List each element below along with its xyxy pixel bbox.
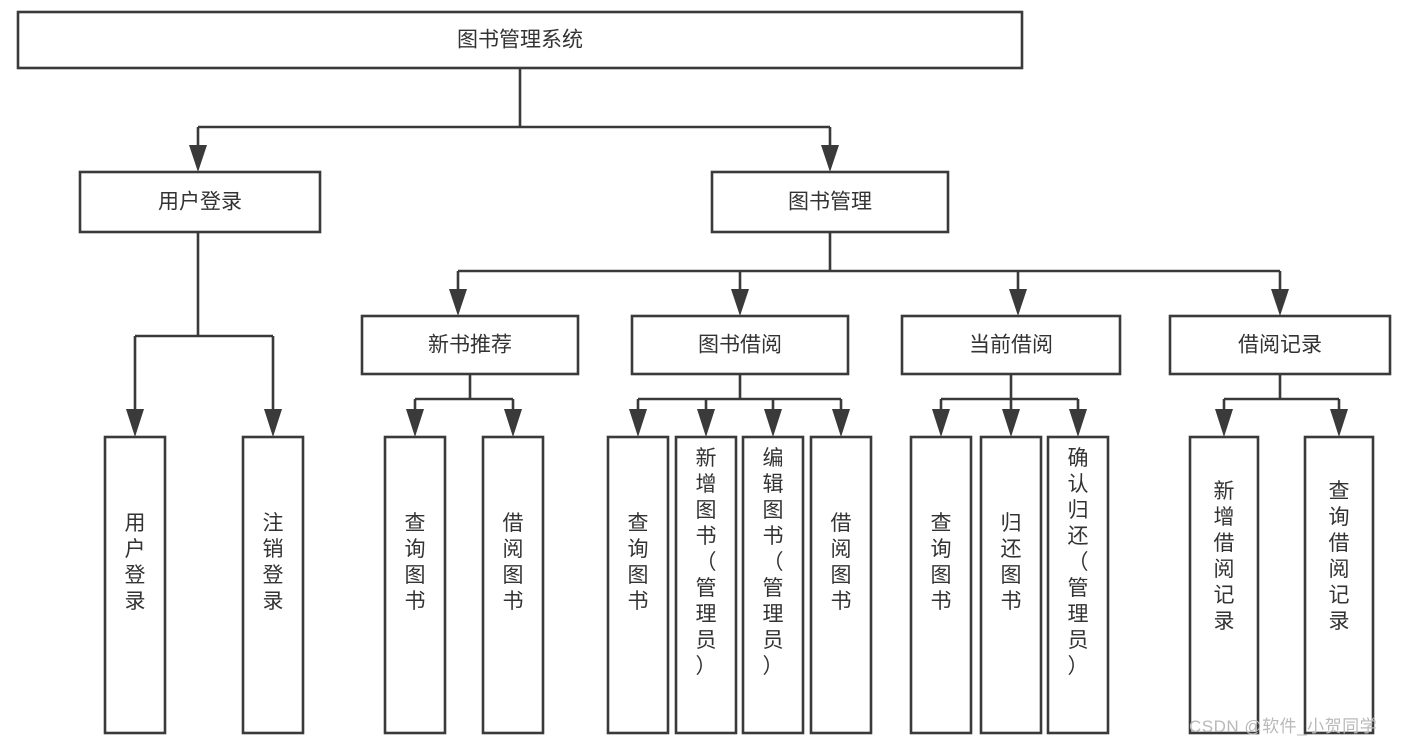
node-leaf-newbook-borrow[interactable]: 借阅图书 xyxy=(481,435,545,735)
arrow-current-to-return xyxy=(1002,409,1020,437)
node-leaf-current-return-box[interactable] xyxy=(979,435,1043,735)
node-leaf-current-confirm-box[interactable] xyxy=(1046,435,1110,735)
arrow-record-to-add xyxy=(1215,409,1233,437)
node-leaf-borrow-do-box[interactable] xyxy=(809,435,873,735)
node-leaf-user-logout[interactable]: 注销登录 xyxy=(241,435,305,735)
node-bookmgmt-label: 图书管理 xyxy=(788,191,872,214)
arrow-borrow-to-query xyxy=(629,409,647,437)
arrow-newbook-to-borrow xyxy=(504,409,522,437)
node-leaf-current-return-label: 归还图书 xyxy=(1001,512,1022,613)
node-leaf-user-logout-label: 注销登录 xyxy=(263,512,284,613)
node-record-box[interactable] xyxy=(1168,314,1392,376)
arrow-login-to-user-logout xyxy=(264,409,282,437)
node-leaf-user-login[interactable]: 用户登录 xyxy=(103,435,167,735)
node-borrow[interactable]: 图书借阅 xyxy=(630,314,850,376)
arrow-borrow-to-edit xyxy=(764,409,782,437)
node-bookmgmt-box[interactable] xyxy=(710,170,950,234)
node-bookmgmt[interactable]: 图书管理 xyxy=(710,170,950,234)
node-leaf-borrow-edit-label: 编辑图书（管理员） xyxy=(763,447,784,678)
arrow-root-to-bookmgmt xyxy=(821,145,839,172)
node-leaf-current-query-box[interactable] xyxy=(909,435,973,735)
node-current[interactable]: 当前借阅 xyxy=(900,314,1122,376)
node-leaf-borrow-add-label: 新增图书（管理员） xyxy=(696,447,717,678)
arrow-root-to-login xyxy=(189,145,207,172)
node-root-label: 图书管理系统 xyxy=(457,29,583,52)
node-leaf-current-return[interactable]: 归还图书 xyxy=(979,435,1043,735)
arrow-current-to-query xyxy=(932,409,950,437)
node-leaf-newbook-query-box[interactable] xyxy=(383,435,447,735)
node-leaf-current-confirm-label: 确认归还（管理员） xyxy=(1068,447,1089,678)
node-leaf-current-query-label: 查询图书 xyxy=(931,512,952,613)
node-leaf-borrow-edit-box[interactable] xyxy=(741,435,805,735)
node-login-box[interactable] xyxy=(78,170,322,234)
node-leaf-record-add-box[interactable] xyxy=(1188,435,1260,735)
node-leaf-newbook-borrow-box[interactable] xyxy=(481,435,545,735)
csdn-watermark: CSDN @软件_小贺同学 xyxy=(1189,717,1378,736)
node-leaf-borrow-query[interactable]: 查询图书 xyxy=(606,435,670,735)
node-leaf-borrow-do-label: 借阅图书 xyxy=(831,512,852,613)
node-leaf-borrow-add[interactable]: 新增图书（管理员） xyxy=(674,435,738,735)
node-borrow-label: 图书借阅 xyxy=(698,334,782,357)
node-leaf-current-query[interactable]: 查询图书 xyxy=(909,435,973,735)
arrow-bm-to-current xyxy=(1009,289,1027,316)
arrow-borrow-to-add xyxy=(697,409,715,437)
node-borrow-box[interactable] xyxy=(630,314,850,376)
node-record[interactable]: 借阅记录 xyxy=(1168,314,1392,376)
node-leaf-newbook-query-label: 查询图书 xyxy=(405,512,426,613)
node-login[interactable]: 用户登录 xyxy=(78,170,322,234)
node-leaf-newbook-query[interactable]: 查询图书 xyxy=(383,435,447,735)
node-current-label: 当前借阅 xyxy=(969,334,1053,357)
connector-group xyxy=(126,68,1348,437)
arrow-current-to-confirm xyxy=(1069,409,1087,437)
node-record-label: 借阅记录 xyxy=(1238,334,1322,357)
node-leaf-borrow-do[interactable]: 借阅图书 xyxy=(809,435,873,735)
node-newbook-box[interactable] xyxy=(360,314,580,376)
node-leaf-borrow-add-box[interactable] xyxy=(674,435,738,735)
arrow-bm-to-record xyxy=(1271,289,1289,316)
node-leaf-record-add-label: 新增借阅记录 xyxy=(1214,480,1235,633)
arrow-record-to-query xyxy=(1330,409,1348,437)
node-leaf-borrow-query-label: 查询图书 xyxy=(628,512,649,613)
node-newbook[interactable]: 新书推荐 xyxy=(360,314,580,376)
node-leaf-record-add[interactable]: 新增借阅记录 xyxy=(1188,435,1260,735)
arrow-newbook-to-query xyxy=(406,409,424,437)
arrow-bm-to-newbook xyxy=(449,289,467,316)
node-leaf-current-confirm[interactable]: 确认归还（管理员） xyxy=(1046,435,1110,735)
node-leaf-newbook-borrow-label: 借阅图书 xyxy=(503,512,524,613)
node-current-box[interactable] xyxy=(900,314,1122,376)
node-root[interactable]: 图书管理系统 xyxy=(16,10,1024,70)
node-leaf-borrow-query-box[interactable] xyxy=(606,435,670,735)
node-leaf-record-query[interactable]: 查询借阅记录 xyxy=(1303,435,1375,735)
node-leaf-record-query-label: 查询借阅记录 xyxy=(1329,480,1350,633)
node-leaf-record-query-box[interactable] xyxy=(1303,435,1375,735)
arrow-bm-to-borrow xyxy=(731,289,749,316)
node-login-label: 用户登录 xyxy=(158,191,242,214)
node-newbook-label: 新书推荐 xyxy=(428,334,512,357)
arrow-borrow-to-do xyxy=(832,409,850,437)
node-leaf-user-logout-box[interactable] xyxy=(241,435,305,735)
node-leaf-user-login-box[interactable] xyxy=(103,435,167,735)
node-leaf-borrow-edit[interactable]: 编辑图书（管理员） xyxy=(741,435,805,735)
node-root-box[interactable] xyxy=(16,10,1024,70)
arrow-login-to-user-login xyxy=(126,409,144,437)
node-leaf-user-login-label: 用户登录 xyxy=(125,512,146,613)
